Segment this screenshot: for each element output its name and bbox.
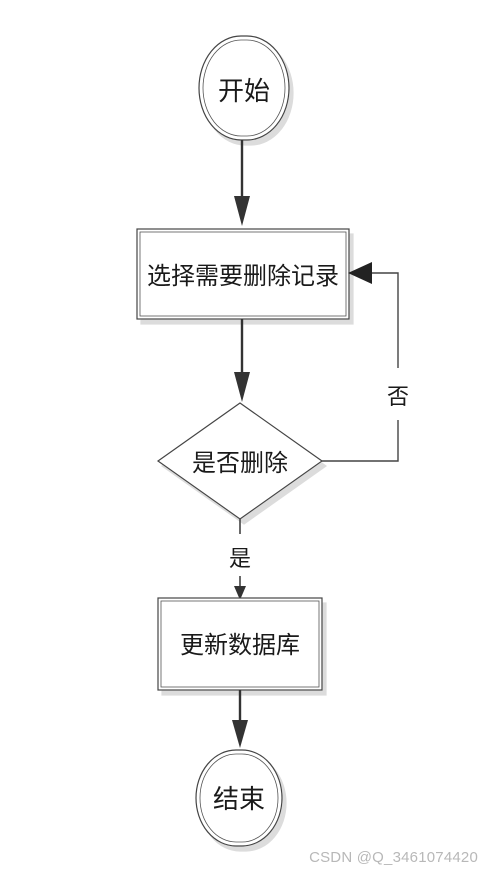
delete-decision-label: 是否删除 [192,449,288,477]
edge-start-to-select [234,140,250,226]
end-node: 结束 [195,749,283,847]
edge-decision-no: 否 [322,262,409,462]
edge-decision-yes: 是 [229,519,251,600]
end-label: 结束 [213,785,265,815]
select-record-label: 选择需要删除记录 [147,262,339,290]
watermark: CSDN @Q_3461074420 [309,849,478,866]
edge-yes-label: 是 [229,547,251,572]
start-node: 开始 [198,35,290,141]
delete-decision-node: 是否删除 [156,402,324,520]
update-database-node: 更新数据库 [157,597,323,691]
update-database-label: 更新数据库 [180,631,300,659]
select-record-node: 选择需要删除记录 [136,228,350,320]
edge-select-to-decision [234,319,250,402]
edge-no-label: 否 [387,385,409,410]
edge-update-to-end [232,690,248,748]
start-label: 开始 [218,77,270,107]
